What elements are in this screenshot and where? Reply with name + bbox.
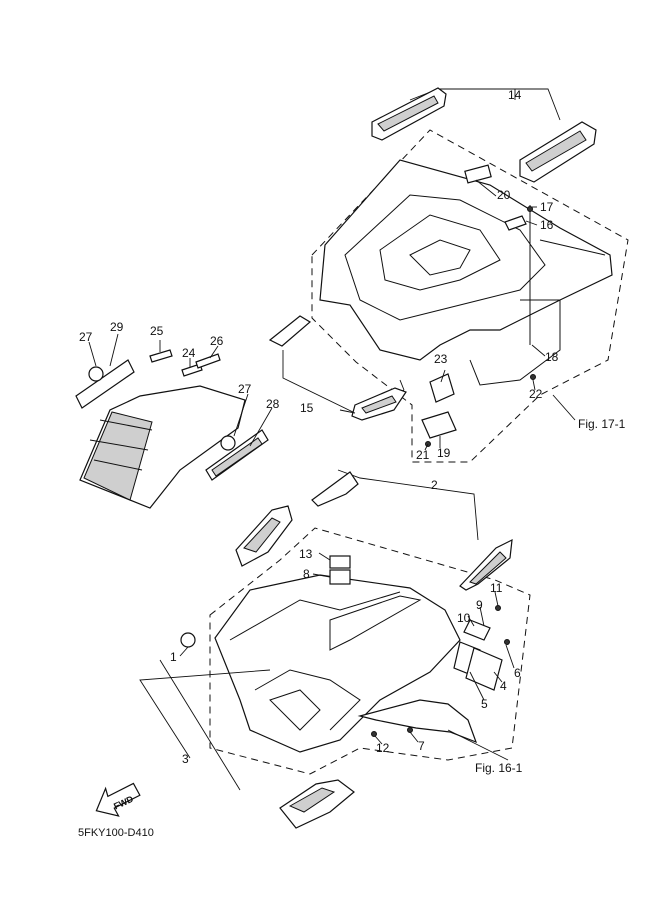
callout-13: 13 bbox=[299, 547, 313, 561]
decal-25 bbox=[149, 349, 173, 363]
fwd-arrow-icon: FWD bbox=[95, 782, 141, 817]
emblem-27-left bbox=[88, 366, 104, 382]
callout-5: 5 bbox=[481, 697, 488, 711]
decal-26 bbox=[195, 353, 221, 369]
callout-3: 3 bbox=[182, 752, 189, 766]
drawing-code: 5FKY100-D410 bbox=[78, 827, 154, 839]
fig-ref-rear: Fig. 17-1 bbox=[578, 417, 626, 431]
callout-21: 21 bbox=[416, 448, 430, 462]
rear-fender bbox=[319, 159, 613, 361]
callout-25: 25 bbox=[150, 324, 164, 338]
front-fender-assembly bbox=[139, 469, 531, 829]
decal-13 bbox=[329, 555, 351, 569]
callout-27-left: 27 bbox=[79, 330, 93, 344]
emblem-1 bbox=[180, 632, 196, 648]
callout-22: 22 bbox=[529, 387, 543, 401]
callout-19: 19 bbox=[437, 446, 451, 460]
decal-2-right bbox=[459, 538, 513, 591]
callout-12: 12 bbox=[376, 741, 390, 755]
callout-14: 14 bbox=[508, 88, 522, 102]
callout-18: 18 bbox=[545, 350, 559, 364]
callout-29: 29 bbox=[110, 320, 124, 334]
callout-24: 24 bbox=[182, 346, 196, 360]
callout-6: 6 bbox=[514, 666, 521, 680]
callout-10: 10 bbox=[457, 611, 471, 625]
callout-1: 1 bbox=[170, 650, 177, 664]
callout-11: 11 bbox=[490, 581, 503, 595]
callout-16: 16 bbox=[540, 218, 554, 232]
fig-ref-front: Fig. 16-1 bbox=[475, 761, 523, 775]
callout-15: 15 bbox=[300, 401, 314, 415]
callout-9: 9 bbox=[476, 598, 483, 612]
callout-20: 20 bbox=[497, 188, 511, 202]
emblem-27-right bbox=[220, 435, 236, 451]
part-19-pad bbox=[421, 411, 457, 439]
callout-17: 17 bbox=[540, 200, 554, 214]
callout-7: 7 bbox=[418, 739, 425, 753]
rear-fender-assembly bbox=[268, 87, 629, 463]
callout-26: 26 bbox=[210, 334, 224, 348]
callout-4: 4 bbox=[500, 679, 507, 693]
side-cover-assembly bbox=[75, 333, 273, 509]
callout-27-right: 27 bbox=[238, 382, 252, 396]
callout-labels: 1 2 3 4 5 6 7 8 9 10 11 12 13 14 15 16 1… bbox=[79, 88, 559, 766]
callout-2: 2 bbox=[431, 478, 438, 492]
callout-23: 23 bbox=[434, 352, 448, 366]
callout-28: 28 bbox=[266, 397, 280, 411]
decal-2-top bbox=[311, 471, 359, 507]
callout-8: 8 bbox=[303, 567, 310, 581]
decal-8 bbox=[329, 569, 351, 585]
decal-24 bbox=[181, 363, 203, 377]
fender-flap bbox=[357, 699, 478, 744]
decal-3 bbox=[279, 779, 355, 829]
decal-29 bbox=[75, 359, 135, 409]
